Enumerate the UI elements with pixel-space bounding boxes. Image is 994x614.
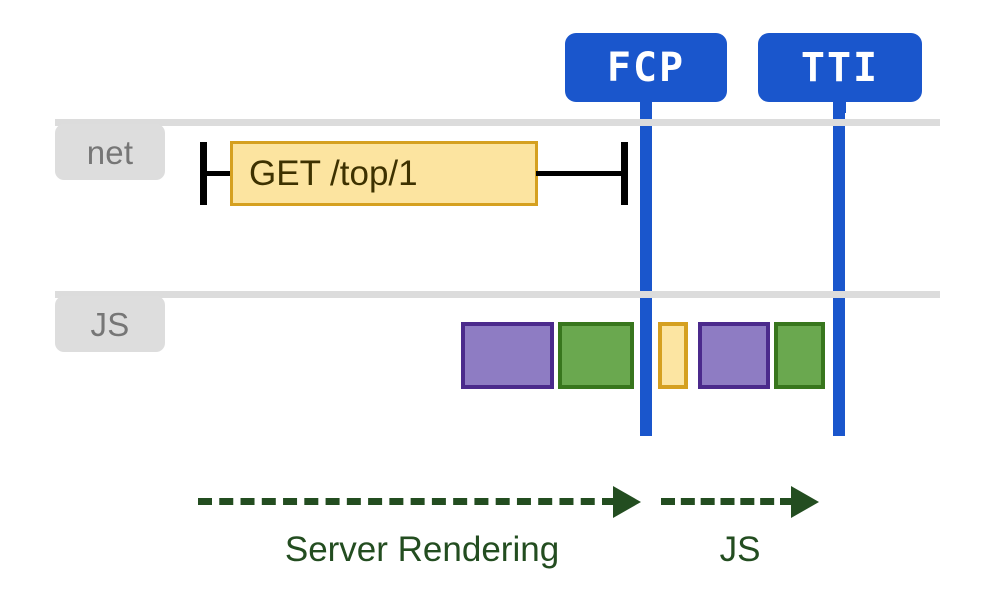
- net-request-end-whisker: [621, 142, 628, 205]
- phase-server-rendering-arrow-line: [198, 498, 616, 505]
- phase-js-label: JS: [719, 530, 761, 569]
- phase-js-arrow-line: [661, 498, 794, 505]
- milestone-fcp-line: [640, 96, 652, 436]
- net-request-label: GET /top/1: [249, 153, 418, 193]
- phase-server-rendering-arrow-head: [613, 486, 641, 518]
- net-request-bar[interactable]: GET /top/1: [230, 141, 538, 206]
- js-lane-label: JS: [90, 305, 130, 343]
- net-lane-rule: [55, 119, 940, 126]
- phase-server-rendering-label: Server Rendering: [284, 530, 560, 569]
- milestone-tti-line: [833, 96, 845, 436]
- milestone-tti[interactable]: TTI: [758, 33, 922, 113]
- net-request-start-whisker: [200, 142, 207, 205]
- js-task-4[interactable]: [698, 322, 770, 389]
- js-task-2[interactable]: [558, 322, 634, 389]
- milestone-tti-badge: TTI: [758, 33, 922, 102]
- net-lane-chip: net: [55, 124, 165, 180]
- js-lane-chip: JS: [55, 296, 165, 352]
- js-lane-rule: [55, 291, 940, 298]
- net-request-left-connector: [205, 171, 233, 176]
- net-lane-label: net: [86, 133, 134, 171]
- js-task-3[interactable]: [658, 322, 688, 389]
- phase-js-arrow-head: [791, 486, 819, 518]
- net-request-right-connector: [536, 171, 626, 176]
- js-task-1[interactable]: [461, 322, 554, 389]
- milestone-fcp-badge: FCP: [565, 33, 727, 102]
- js-task-5[interactable]: [774, 322, 825, 389]
- milestone-fcp[interactable]: FCP: [565, 33, 727, 113]
